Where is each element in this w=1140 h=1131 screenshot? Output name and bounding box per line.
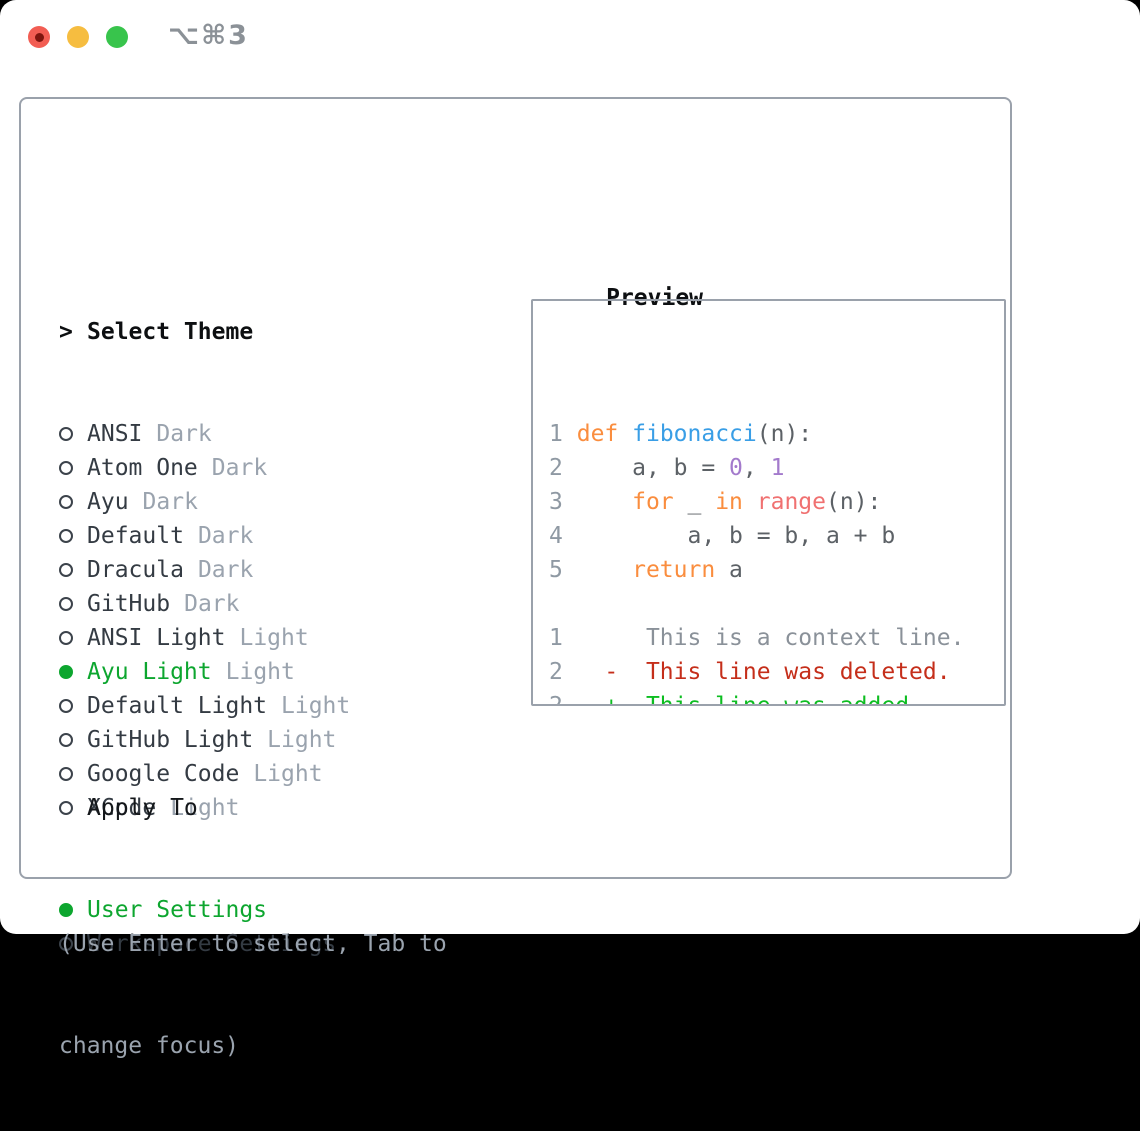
apply-to-header-row: Apply To: [59, 791, 336, 825]
theme-option-label: Ayu: [87, 489, 129, 515]
line-number: 1: [549, 625, 563, 651]
theme-option-label: Dracula: [87, 557, 184, 583]
close-dot-icon: [34, 32, 44, 42]
preview-line: [549, 587, 1004, 621]
theme-option-default[interactable]: Default Dark: [59, 519, 350, 553]
line-number: 1: [549, 421, 563, 447]
line-number: 3: [549, 489, 563, 515]
preview-title-row: Preview: [523, 247, 703, 349]
theme-option-label: GitHub: [87, 591, 171, 617]
theme-variant-badge: Light: [253, 761, 323, 787]
theme-option-label: ANSI: [87, 421, 143, 447]
line-number: 5: [549, 557, 563, 583]
preview-line: 4 a, b = b, a + b: [549, 523, 896, 549]
theme-option-ansi-light[interactable]: ANSI Light Light: [59, 621, 350, 655]
theme-option-atom-one[interactable]: Atom One Dark: [59, 451, 350, 485]
preview-line: 1 def fibonacci(n):: [549, 421, 813, 447]
radio-unselected-icon: [59, 801, 73, 815]
theme-variant-badge: Dark: [197, 523, 254, 549]
apply-option-user-settings[interactable]: User Settings: [59, 893, 336, 927]
theme-option-label: Google Code: [87, 761, 240, 787]
theme-option-google-code[interactable]: Google Code Light: [59, 757, 350, 791]
theme-option-label: Atom One: [87, 455, 198, 481]
radio-selected-icon: [59, 903, 73, 917]
theme-variant-badge: Light: [239, 625, 309, 651]
window-title: ⌥⌘3: [168, 20, 249, 51]
line-number: 2: [549, 455, 563, 481]
theme-option-xcode[interactable]: XCode Light: [59, 791, 350, 825]
footer-hint-line2: change focus): [59, 1033, 240, 1059]
theme-option-ayu[interactable]: Ayu Dark: [59, 485, 350, 519]
preview-line: 2 - This line was deleted.: [549, 659, 951, 685]
theme-list-title: Select Theme: [87, 319, 254, 345]
preview-line: 3 for _ in range(n):: [549, 489, 882, 515]
radio-unselected-icon: [59, 597, 73, 611]
line-number: 2: [549, 659, 563, 685]
preview-line: 2 + This line was added.: [549, 689, 1004, 706]
radio-unselected-icon: [59, 529, 73, 543]
close-button[interactable]: [28, 26, 50, 48]
cursor-icon: >: [59, 319, 73, 345]
apply-option-label: User Settings: [87, 897, 268, 923]
preview-box: 1 def fibonacci(n): 2 a, b = 0, 1 3 for _ …: [531, 299, 1006, 706]
cursor-gutter: >: [59, 315, 87, 349]
theme-variant-badge: Light: [225, 659, 295, 685]
theme-option-ayu-light[interactable]: Ayu Light Light: [59, 655, 350, 689]
theme-option-github-light[interactable]: GitHub Light Light: [59, 723, 350, 757]
theme-option-label: ANSI Light: [87, 625, 226, 651]
theme-option-label: XCode: [87, 795, 157, 821]
theme-list-header-row: > Select Theme: [59, 315, 350, 349]
preview-title: Preview: [606, 285, 704, 311]
radio-unselected-icon: [59, 767, 73, 781]
theme-variant-badge: Dark: [211, 455, 268, 481]
radio-selected-icon: [59, 665, 73, 679]
theme-option-github[interactable]: GitHub Dark: [59, 587, 350, 621]
radio-unselected-icon: [59, 563, 73, 577]
line-number: 4: [549, 523, 563, 549]
theme-option-default-light[interactable]: Default Light Light: [59, 689, 350, 723]
apply-to-title: Apply To: [87, 795, 198, 821]
preview-line: 2 a, b = 0, 1: [549, 455, 785, 481]
preview-line: 1 This is a context line.: [549, 625, 965, 651]
theme-option-label: Ayu Light: [87, 659, 212, 685]
theme-option-label: Default Light: [87, 693, 268, 719]
theme-variant-badge: Dark: [197, 557, 254, 583]
minimize-button[interactable]: [67, 26, 89, 48]
theme-option-dracula[interactable]: Dracula Dark: [59, 553, 350, 587]
theme-variant-badge: Light: [281, 693, 351, 719]
theme-option-label: Default: [87, 523, 184, 549]
theme-variant-badge: Dark: [142, 489, 198, 515]
theme-variant-badge: Dark: [184, 591, 240, 617]
zoom-button[interactable]: [106, 26, 128, 48]
theme-variant-badge: Light: [267, 727, 337, 753]
theme-variant-badge: Dark: [156, 421, 212, 447]
theme-option-label: GitHub Light: [87, 727, 254, 753]
theme-variant-badge: Light: [170, 795, 240, 821]
theme-option-ansi[interactable]: ANSI Dark: [59, 417, 350, 451]
radio-unselected-icon: [59, 733, 73, 747]
line-number: 2: [549, 693, 563, 706]
footer-hint-line1: (Use Enter to select, Tab to: [59, 931, 447, 957]
radio-unselected-icon: [59, 461, 73, 475]
preview-line: 5 return a: [549, 557, 743, 583]
radio-unselected-icon: [59, 427, 73, 441]
footer-hint: (Use Enter to select, Tab to change focu…: [59, 859, 447, 1131]
radio-unselected-icon: [59, 699, 73, 713]
radio-unselected-icon: [59, 495, 73, 509]
radio-unselected-icon: [59, 631, 73, 645]
titlebar: ⌥⌘3: [0, 0, 1140, 72]
